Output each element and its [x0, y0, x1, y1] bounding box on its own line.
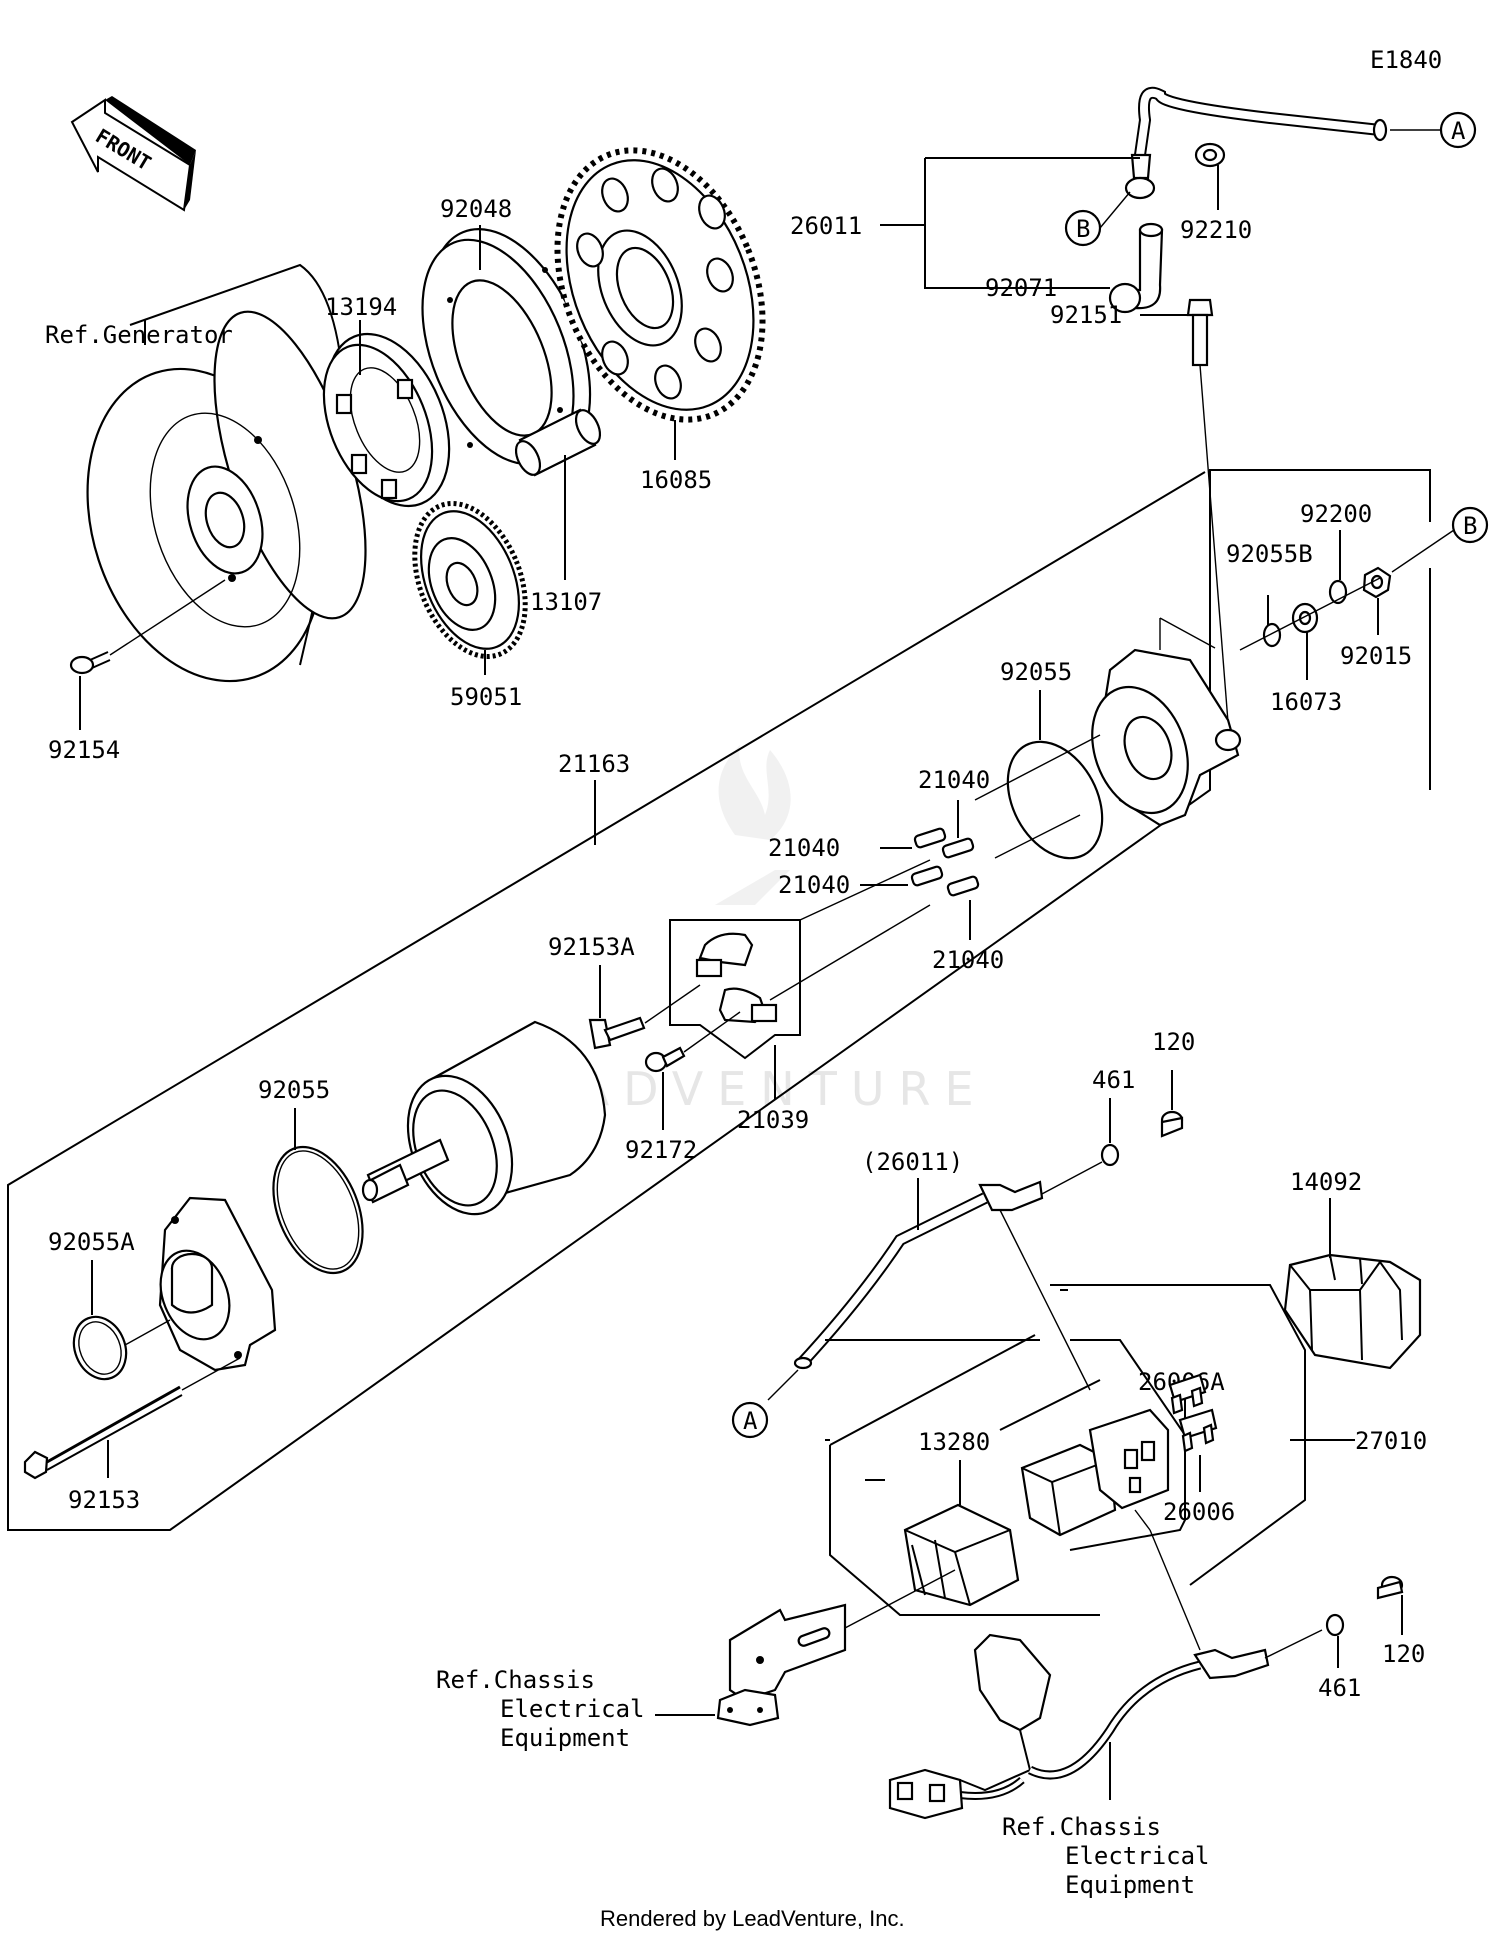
- label-92153A: 92153A: [548, 933, 635, 961]
- washer-461-top: [1100, 1143, 1120, 1167]
- relay-bracket: [716, 1569, 956, 1727]
- callout-a-top: [1439, 111, 1477, 149]
- label-461-bottom: 461: [1318, 1674, 1361, 1702]
- label-92015: 92015: [1340, 642, 1412, 670]
- bolt-92151: [1140, 298, 1229, 723]
- brush-spring-21040-d: [946, 875, 980, 940]
- label-92048: 92048: [440, 195, 512, 223]
- label-ref-chassis-2-line1: Ref.Chassis: [1002, 1813, 1161, 1841]
- label-92154: 92154: [48, 736, 120, 764]
- screw-120-bottom: [1376, 1575, 1404, 1635]
- washer-92055B: [1262, 622, 1282, 648]
- label-26011-paren: (26011): [862, 1148, 963, 1176]
- starter-yoke-armature: [361, 1020, 607, 1216]
- through-bolt-92153: [23, 1357, 241, 1480]
- fuse-26006A: [1168, 1373, 1207, 1415]
- nut-92210: [1194, 142, 1226, 210]
- label-461-top: 461: [1092, 1066, 1135, 1094]
- label-21040-a: 21040: [768, 834, 840, 862]
- generator-rotor: [86, 263, 367, 683]
- label-16073: 16073: [1270, 688, 1342, 716]
- starter-relay: [1020, 1408, 1170, 1537]
- label-13107: 13107: [530, 588, 602, 616]
- label-92210: 92210: [1180, 216, 1252, 244]
- shaft-13107: [514, 408, 602, 477]
- bracket-26011: [880, 157, 1140, 289]
- relay-cover-13280: [903, 1503, 1020, 1607]
- label-92055-left: 92055: [258, 1076, 330, 1104]
- o-ring-92055A: [72, 1315, 128, 1381]
- leadventure-flame-logo-icon: [715, 745, 791, 905]
- rear-end-cover: [1091, 617, 1242, 827]
- callout-b-right: [1451, 506, 1489, 544]
- starter-cable-26011-lower: [767, 1180, 1091, 1401]
- screw-92154: [69, 579, 226, 730]
- label-27010: 27010: [1355, 1427, 1427, 1455]
- callout-a-bottom: [731, 1401, 769, 1439]
- callout-a-bottom-text: A: [743, 1407, 758, 1435]
- label-ref-chassis-1-line1: Ref.Chassis: [436, 1666, 595, 1694]
- terminal-cap-92071: [1108, 222, 1164, 314]
- label-92055-right: 92055: [1000, 658, 1072, 686]
- brush-spring-21040-c: [860, 865, 944, 887]
- screw-92172: [644, 1011, 741, 1130]
- label-13194: 13194: [325, 293, 397, 321]
- label-ref-chassis-2-line2: Electrical: [1065, 1842, 1210, 1870]
- relay-cover-14092: [1283, 1253, 1422, 1370]
- label-26006: 26006: [1163, 1498, 1235, 1526]
- label-ref-chassis-1-line2: Electrical: [500, 1695, 645, 1723]
- fuse-26006: [1178, 1408, 1218, 1492]
- brush-spring-21040-b: [941, 800, 975, 859]
- label-ref-generator: Ref.Generator: [45, 321, 233, 349]
- one-way-clutch-13194: [322, 332, 451, 508]
- screw-92153A: [588, 965, 701, 1050]
- label-120-bottom: 120: [1382, 1640, 1425, 1668]
- label-21039: 21039: [737, 1106, 809, 1134]
- label-21040-d: 21040: [932, 946, 1004, 974]
- label-26011: 26011: [790, 212, 862, 240]
- label-ref-chassis-1-line3: Equipment: [500, 1724, 630, 1752]
- starter-cable-26011-top: [1124, 86, 1440, 200]
- label-92151: 92151: [1050, 301, 1122, 329]
- diagram-code: E1840: [1370, 46, 1442, 74]
- callout-a-top-text: A: [1451, 117, 1466, 145]
- o-ring-92055-left: [272, 1145, 364, 1275]
- label-92055A: 92055A: [48, 1228, 135, 1256]
- label-21040-b: 21040: [918, 766, 990, 794]
- label-92200: 92200: [1300, 500, 1372, 528]
- nut-92015: [1362, 566, 1392, 599]
- footer-credit: Rendered by LeadVenture, Inc.: [600, 1906, 905, 1931]
- label-ref-chassis-2-line3: Equipment: [1065, 1871, 1195, 1899]
- label-14092: 14092: [1290, 1168, 1362, 1196]
- label-92071: 92071: [985, 274, 1057, 302]
- starter-relay-lead-wire: [888, 1509, 1323, 1820]
- callout-b-top-text: B: [1076, 215, 1090, 243]
- brush-spring-21040-a: [880, 827, 947, 849]
- idler-gear-59051: [412, 500, 528, 660]
- screw-120-top: [1160, 1070, 1184, 1138]
- relay-assembly-outline-27010: [825, 1339, 1186, 1551]
- label-16085: 16085: [640, 466, 712, 494]
- label-59051: 59051: [450, 683, 522, 711]
- front-direction-arrow-icon: FRONT: [70, 96, 196, 212]
- label-13280: 13280: [918, 1428, 990, 1456]
- callout-b-right-text: B: [1463, 512, 1477, 540]
- label-92055B: 92055B: [1226, 540, 1313, 568]
- label-21163: 21163: [558, 750, 630, 778]
- brush-holder-21039: [669, 859, 931, 1060]
- label-92153: 92153: [68, 1486, 140, 1514]
- starter-gear-16085: [554, 147, 766, 423]
- label-92172: 92172: [625, 1136, 697, 1164]
- label-120-top: 120: [1152, 1028, 1195, 1056]
- front-end-cover: [158, 1196, 277, 1372]
- label-21040-c: 21040: [778, 871, 850, 899]
- washer-461-bottom: [1325, 1613, 1345, 1637]
